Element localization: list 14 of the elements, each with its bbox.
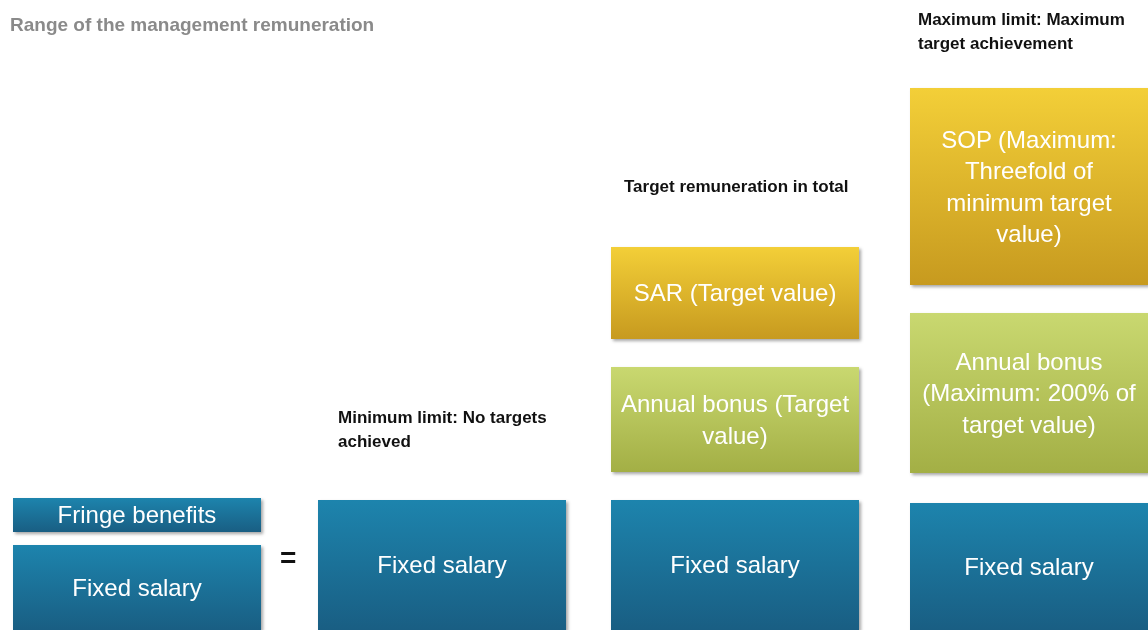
remuneration-block: Fringe benefits	[13, 498, 261, 532]
remuneration-block: Fixed salary	[910, 503, 1148, 630]
remuneration-block: Annual bonus (Maximum: 200% of target value)	[910, 313, 1148, 473]
remuneration-block: SOP (Maximum: Threefold of minimum target value)	[910, 88, 1148, 285]
remuneration-block: Fixed salary	[13, 545, 261, 630]
diagram-title: Range of the management remuneration	[10, 14, 375, 36]
column-heading: Minimum limit: No targets achieved	[338, 407, 548, 453]
remuneration-block: Fixed salary	[611, 500, 859, 630]
remuneration-block: Fixed salary	[318, 500, 566, 630]
column-heading: Target remuneration in total	[624, 176, 850, 198]
column-heading: Maximum limit: Maximum target achievement	[918, 9, 1126, 55]
remuneration-block: SAR (Target value)	[611, 247, 859, 339]
remuneration-block: Annual bonus (Target value)	[611, 367, 859, 472]
equals-sign: =	[280, 541, 298, 575]
